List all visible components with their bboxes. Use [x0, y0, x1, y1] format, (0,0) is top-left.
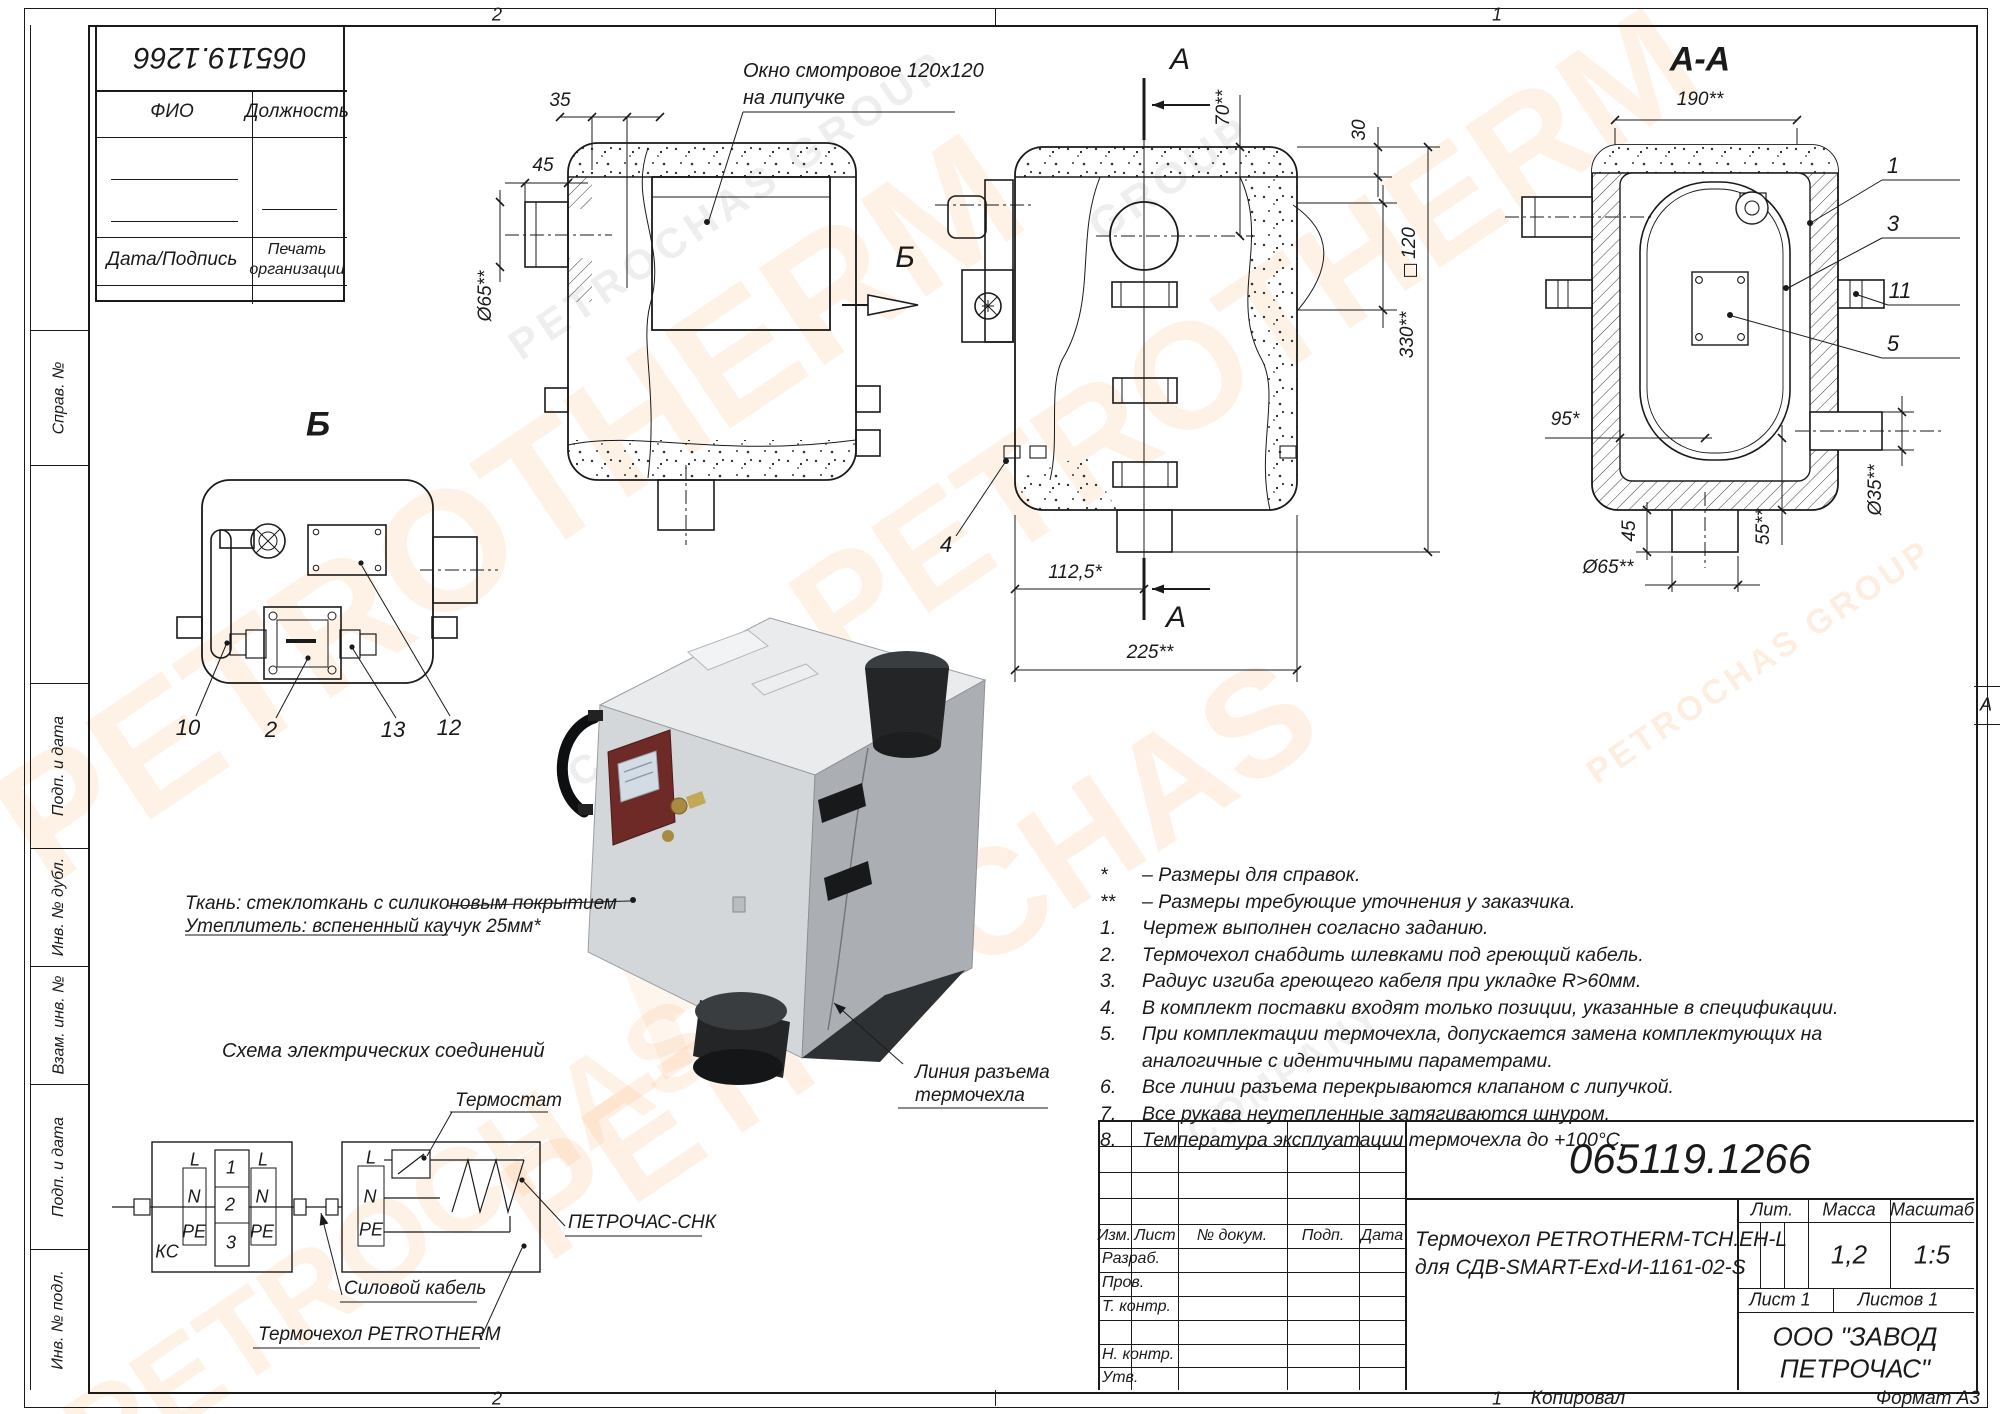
note-item: *– Размеры для справок. — [1100, 864, 1361, 886]
seam-note-line2: термочехла — [915, 1085, 1025, 1106]
notes-block: *– Размеры для справок. **– Размеры треб… — [1100, 862, 1940, 1154]
view-b-direction-arrow — [842, 294, 919, 316]
margin-divider — [30, 1084, 88, 1086]
tb-row-razrab: Разраб. — [1102, 1250, 1160, 1267]
margin-label-podp2: Подп. и дата — [50, 1116, 68, 1217]
schematic-device-label: ПЕТРОЧАС-СНК — [568, 1212, 716, 1233]
note-item: 5.При комплектации термочехла, допускает… — [1100, 1023, 1823, 1045]
margin-divider — [30, 966, 88, 968]
tb-row-nkontr: Н. контр. — [1102, 1346, 1175, 1363]
schematic-power-cable-label: Силовой кабель — [344, 1278, 487, 1299]
format-tick-top — [995, 8, 997, 25]
note-item: 6.Все линии разъема перекрываются клапан… — [1100, 1076, 1674, 1098]
zone-tick-right-2 — [1974, 724, 2000, 726]
main-view-linework — [495, 111, 955, 545]
note-item: 3.Радиус изгиба греющего кабеля при укла… — [1100, 970, 1642, 992]
outer-border — [24, 8, 1988, 1408]
note-item: 4.В комплект поставки входят только пози… — [1100, 996, 1839, 1019]
margin-divider — [30, 465, 88, 467]
note-item: 7.Все рукава неутепленные затягиваются ш… — [1100, 1102, 1611, 1125]
seam-note-line1: Линия разъема — [915, 1062, 1050, 1083]
render-3d — [185, 617, 1048, 1109]
tb-row-prov: Пров. — [1102, 1274, 1145, 1291]
margin-label-invpodl: Инв. № подл. — [50, 1269, 67, 1370]
tb-row-tkontr: Т. контр. — [1102, 1298, 1171, 1315]
note-item: **– Размеры требующие уточнения у заказч… — [1100, 890, 1576, 913]
corner-stamp — [95, 25, 347, 304]
window-note-line1: Окно смотровое 120х120 — [743, 60, 984, 82]
margin-divider — [30, 330, 88, 332]
margin-label-sprav: Справ. № — [50, 361, 68, 434]
inner-frame — [88, 25, 1978, 1394]
note-item: аналогичные с идентичными параметрами. — [1142, 1049, 1553, 1072]
margin-divider — [30, 683, 88, 685]
front-view-linework — [935, 78, 1440, 682]
window-note-line2: на липучке — [743, 87, 846, 109]
margin-label-podp1: Подп. и дата — [50, 715, 68, 816]
section-aa-linework — [1505, 115, 1960, 592]
margin-divider — [30, 848, 88, 850]
schematic-cover-label: Термочехол PETROTHERM — [258, 1324, 501, 1345]
margin-divider — [30, 1249, 88, 1251]
note-item: 1.Чертеж выполнен согласно заданию. — [1100, 917, 1489, 939]
margin-label-vzam: Взам. инв. № — [50, 975, 67, 1075]
format-tick-bottom — [995, 1390, 997, 1406]
margin-column-line — [30, 25, 32, 1390]
note-item: 8.Температура эксплуатации термочехла до… — [1100, 1129, 1626, 1151]
fabric-note-line1: Ткань: стеклоткань с силиконовым покрыти… — [185, 893, 617, 914]
margin-label-invdubl: Инв. № дубл. — [50, 857, 67, 957]
schematic-linework — [112, 1111, 702, 1349]
schematic-title: Схема электрических соединений — [222, 1040, 545, 1062]
tb-name-line1: Термочехол PETROTHERM-TCH.EH-L — [1415, 1228, 1788, 1251]
tb-name-line2: для СДВ-SMART-Exd-И-1161-02-S — [1415, 1256, 1746, 1279]
note-item: 2.Термочехол снабдить шлевками под греющ… — [1100, 943, 1644, 966]
tb-row-utv: Утв. — [1102, 1369, 1139, 1386]
zone-tick-right-1 — [1974, 686, 2000, 688]
fabric-note-line2: Утеплитель: вспененный каучук 25мм* — [185, 916, 541, 937]
schematic-thermostat-label: Термостат — [455, 1090, 562, 1111]
view-b-linework — [176, 479, 498, 719]
